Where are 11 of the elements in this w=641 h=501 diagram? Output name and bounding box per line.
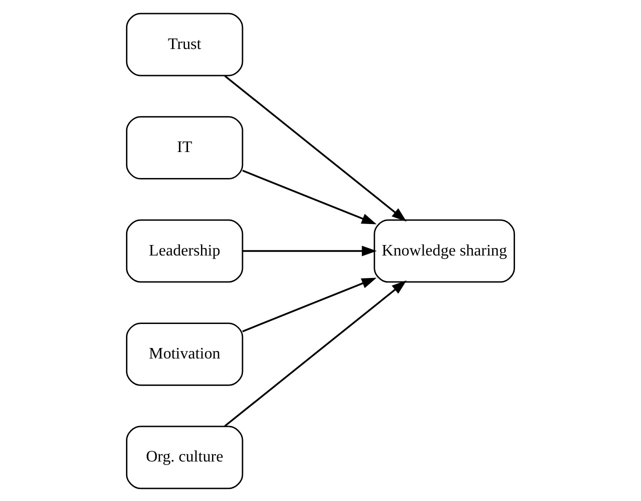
node-box: Leadership [126, 218, 244, 282]
arrow [224, 280, 407, 426]
node-box: Knowledge sharing [374, 218, 516, 282]
node-box: Trust [126, 12, 244, 76]
arrow [242, 169, 377, 224]
node-box: IT [126, 116, 244, 179]
node-box: Org. culture [126, 425, 244, 489]
arrow [224, 74, 407, 222]
arrow [242, 245, 377, 256]
node-box: Motivation [126, 322, 244, 386]
arrow [242, 277, 377, 332]
